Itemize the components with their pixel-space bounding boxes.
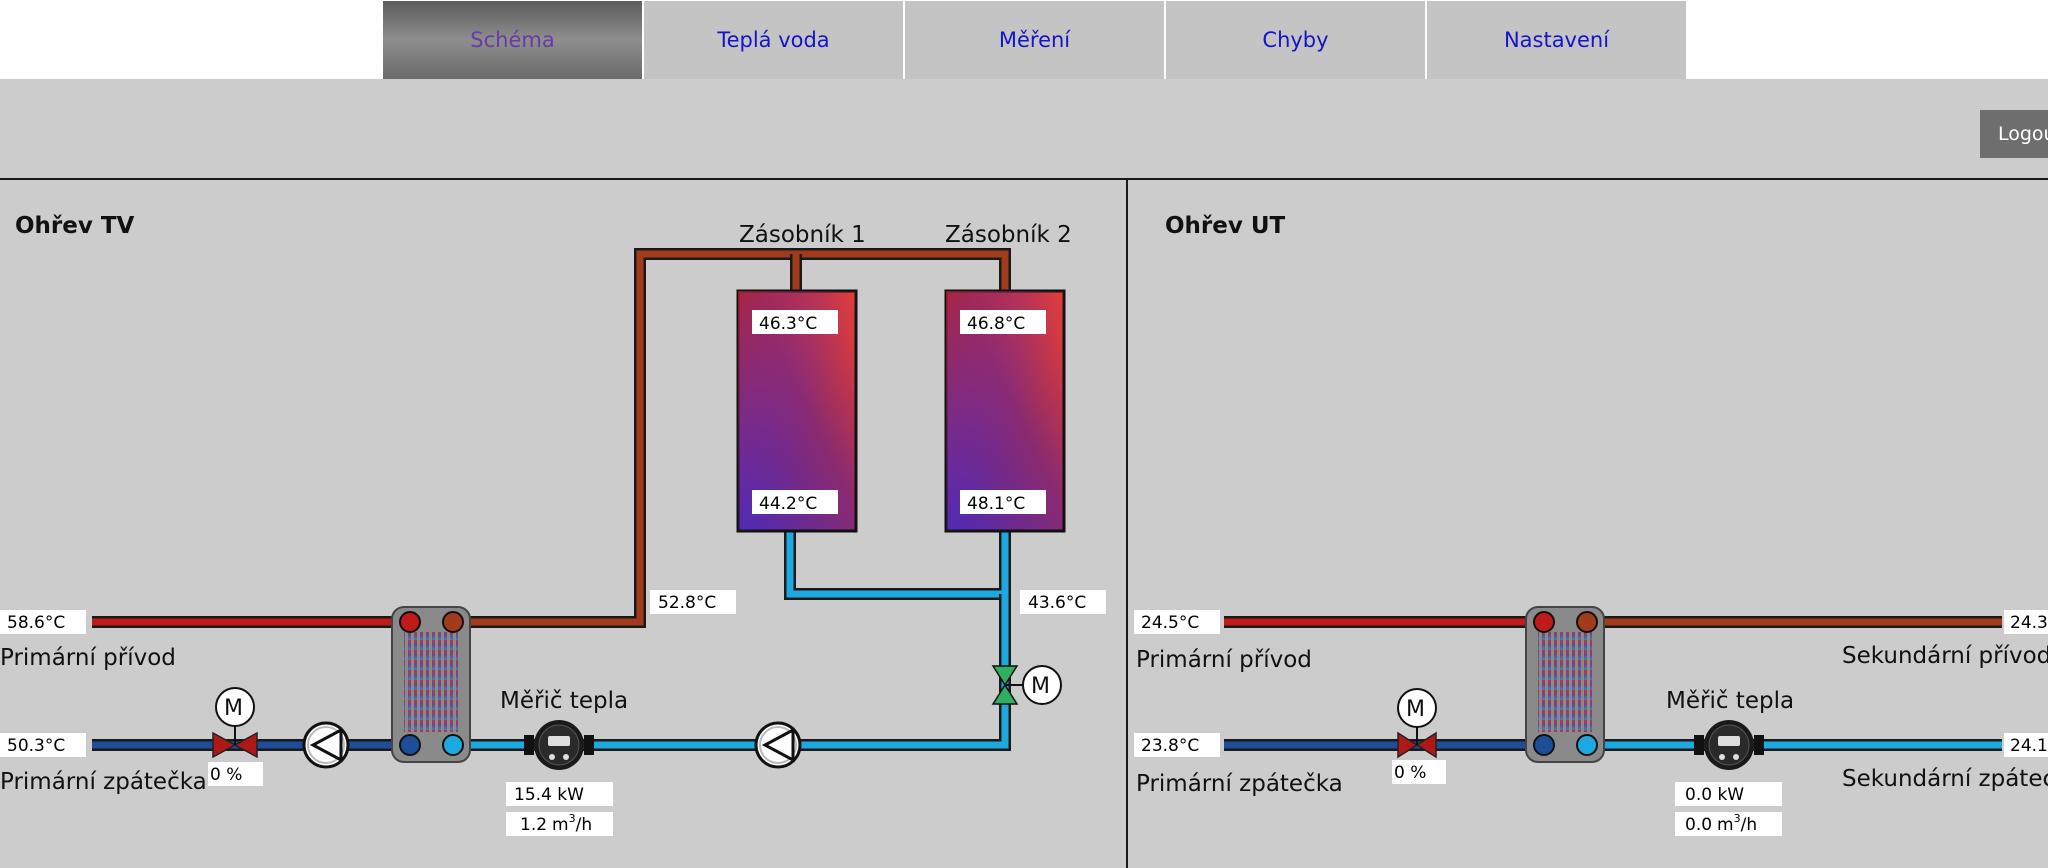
tab-chyby[interactable]: Chyby: [1166, 1, 1425, 79]
tank-return-temp: 43.6°C: [1028, 593, 1086, 613]
heat-meter-icon: [524, 720, 594, 770]
divider-horizontal: [0, 178, 2048, 180]
panel-ohrev-tv: Ohřev TV Zásobník 1 Zásobník 2 46.3°C 44…: [0, 180, 1126, 868]
pipes: [92, 248, 1011, 751]
svg-text:M: M: [1031, 674, 1050, 699]
power-box: [1675, 782, 1782, 806]
primary-supply-temp: 24.5°C: [1141, 613, 1199, 633]
tank-2-bottom-temp: 48.1°C: [967, 494, 1025, 514]
tank-1-bottom-temp: 44.2°C: [759, 494, 817, 514]
heat-exchanger-icon: [1525, 606, 1605, 763]
tank-2-label: Zásobník 2: [945, 222, 1072, 248]
tank-2-top-temp-box: [960, 310, 1046, 334]
primary-return-temp-box: [1134, 733, 1220, 757]
primary-supply-temp-box: [0, 610, 86, 634]
heat-meter-label: Měřič tepla: [500, 688, 628, 714]
tab-bar: Schéma Teplá voda Měření Chyby Nastavení: [383, 1, 1688, 79]
panel-ohrev-ut: Ohřev UT M 0 % Mě: [1128, 180, 2048, 868]
tank-2-bottom-temp-box: [960, 490, 1046, 514]
secondary-return-temp: 24.1: [2010, 736, 2048, 756]
valve-position: 0 %: [210, 765, 242, 785]
tank-1-top-temp: 46.3°C: [759, 314, 817, 334]
secondary-supply-temp: 52.8°C: [658, 593, 716, 613]
valve-icon[interactable]: [1397, 727, 1437, 759]
motor-icon: M: [1022, 665, 1062, 705]
tab-nastaveni[interactable]: Nastavení: [1427, 1, 1686, 79]
primary-return-label: Primární zpátečka: [0, 769, 207, 795]
motor-icon: M: [215, 687, 255, 727]
motor-icon: M: [1397, 688, 1437, 728]
tank-return-temp-box: [1020, 590, 1106, 614]
primary-supply-temp-box: [1134, 610, 1220, 634]
valve-position: 0 %: [1394, 763, 1426, 783]
tank-2-top-temp: 46.8°C: [967, 314, 1025, 334]
heat-power: 15.4 kW: [514, 785, 584, 805]
secondary-return-temp-box: [2004, 733, 2048, 757]
pump-icon: [754, 721, 802, 769]
svg-text:M: M: [224, 696, 243, 721]
primary-return-temp: 50.3°C: [7, 736, 65, 756]
tab-mereni[interactable]: Měření: [905, 1, 1164, 79]
valve-position-box: [208, 762, 263, 786]
secondary-supply-label: Sekundární přívod: [1842, 643, 2048, 669]
panel-title: Ohřev UT: [1165, 213, 1286, 239]
primary-return-temp: 23.8°C: [1141, 736, 1199, 756]
heat-power: 0.0 kW: [1685, 785, 1744, 805]
primary-return-label: Primární zpátečka: [1136, 771, 1343, 797]
tab-tepla-voda[interactable]: Teplá voda: [644, 1, 903, 79]
header-bar: [0, 79, 2048, 178]
three-way-valve-icon[interactable]: [991, 665, 1024, 705]
flow-box: [506, 812, 613, 836]
tank-1-label: Zásobník 1: [739, 222, 866, 248]
pipes: [1224, 616, 2002, 751]
heat-meter-icon: [1694, 720, 1764, 770]
pump-icon: [302, 721, 350, 769]
secondary-return-label: Sekundární zpátec: [1842, 766, 2048, 792]
heat-exchanger-icon: [391, 606, 471, 763]
panel-title: Ohřev TV: [15, 213, 135, 239]
primary-supply-label: Primární přívod: [1136, 647, 1312, 673]
primary-supply-label: Primární přívod: [0, 645, 176, 671]
tab-schema[interactable]: Schéma: [383, 1, 642, 79]
divider-vertical: [1126, 180, 1128, 868]
valve-icon[interactable]: [212, 725, 258, 759]
tank-1-top-temp-box: [752, 310, 838, 334]
logout-button[interactable]: Logou: [1980, 110, 2048, 158]
secondary-supply-temp-box: [650, 590, 736, 614]
secondary-supply-temp-box: [2004, 610, 2048, 634]
svg-text:M: M: [1406, 697, 1425, 722]
flow-box: [1675, 812, 1782, 836]
tank-1-bottom-temp-box: [752, 490, 838, 514]
secondary-supply-temp: 24.3: [2010, 613, 2048, 633]
valve-position-box: [1392, 760, 1446, 784]
power-box: [506, 782, 613, 806]
primary-return-temp-box: [0, 733, 86, 757]
primary-supply-temp: 58.6°C: [7, 613, 65, 633]
heat-meter-label: Měřič tepla: [1666, 688, 1794, 714]
